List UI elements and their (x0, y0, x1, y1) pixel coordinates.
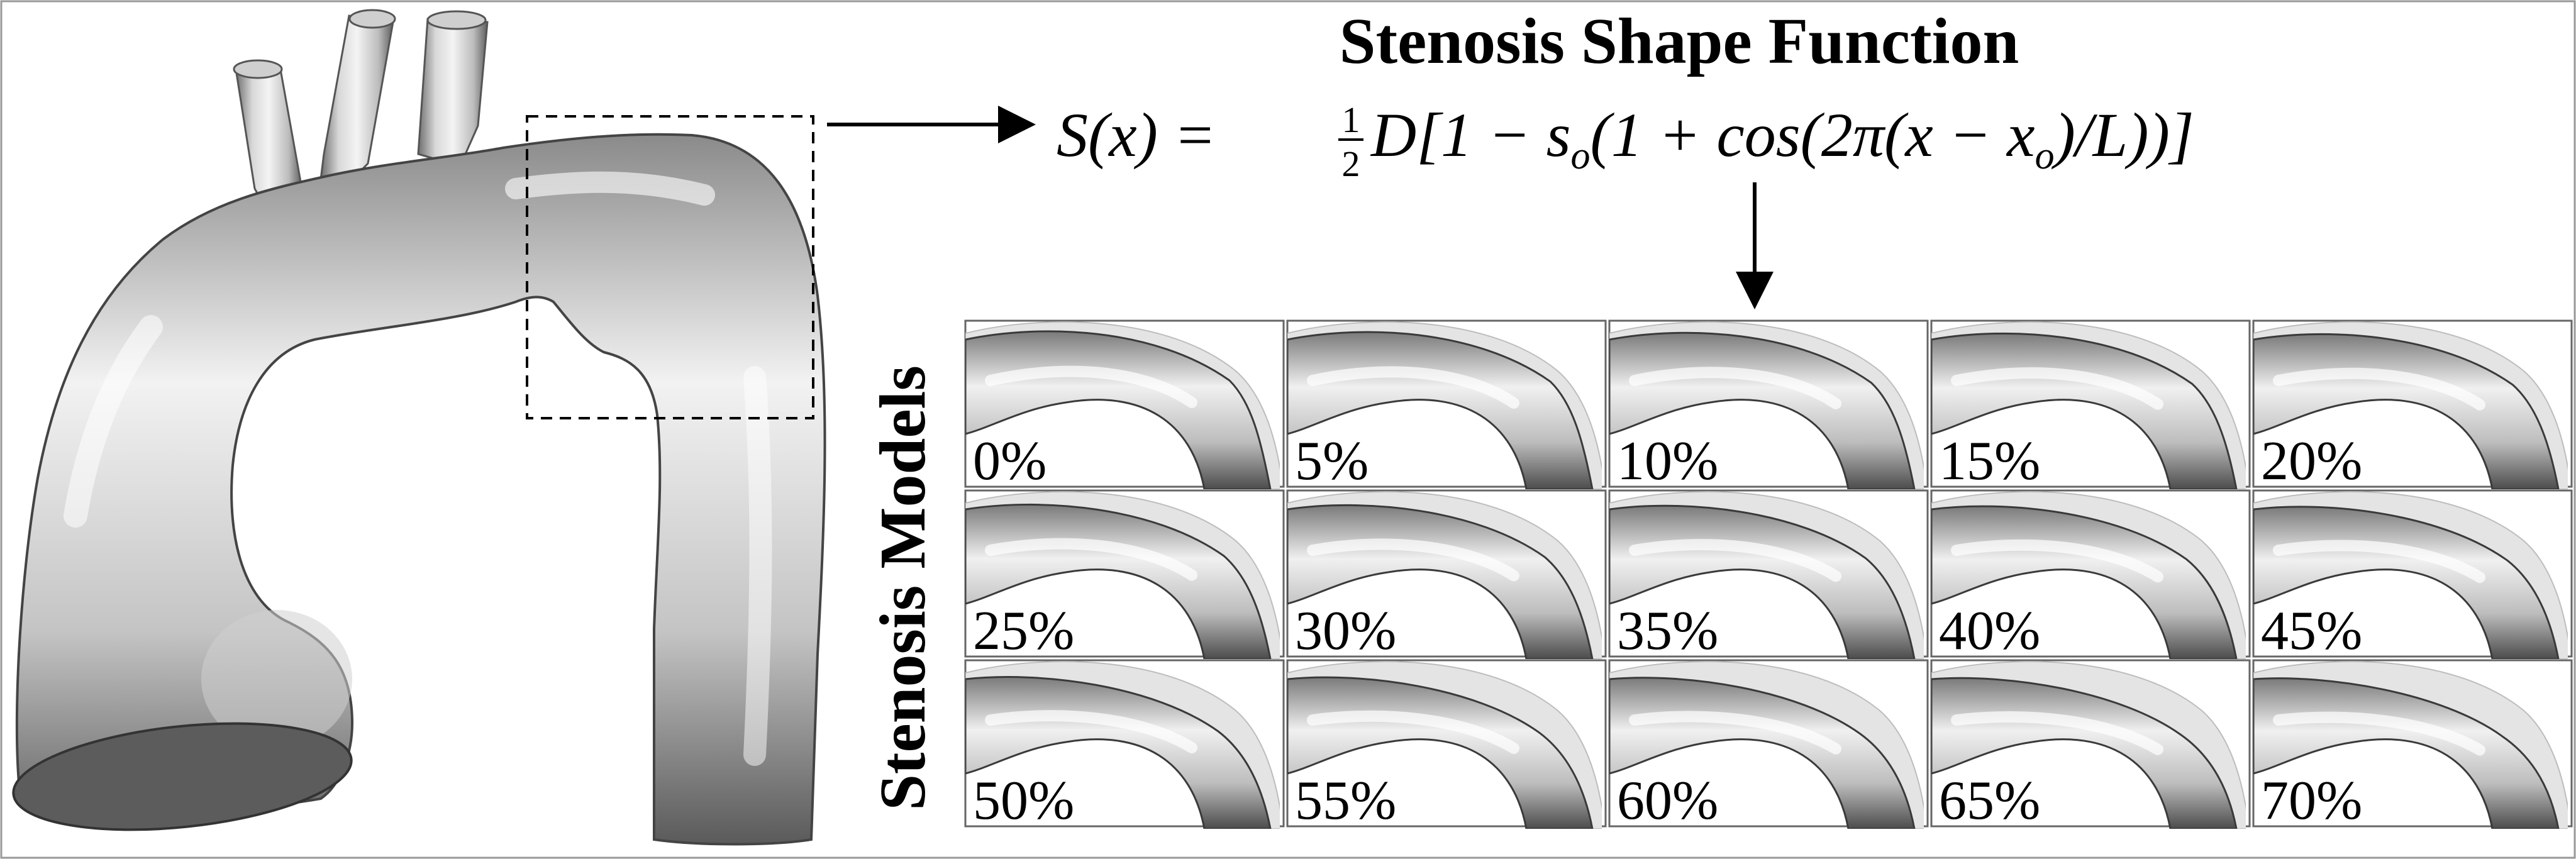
equation-rhs-part1: D[1 − s (1370, 100, 1571, 170)
stenosis-model-tile: 15% (1930, 319, 2251, 492)
stenosis-percent-label: 10% (1617, 431, 1718, 492)
stenosis-percent-label: 20% (2261, 431, 2362, 492)
svg-text:S(x) =: S(x) = (1057, 100, 1216, 170)
stenosis-percent-label: 30% (1295, 601, 1396, 662)
shape-function-equation: S(x) = 1 2 D[1 − so(1 + cos(2π(x − xo)/L… (1057, 99, 2194, 184)
stenosis-percent-label: 0% (973, 431, 1046, 492)
stenosis-model-tile: 70% (2252, 659, 2573, 831)
stenosis-percent-label: 50% (973, 770, 1074, 831)
aorta-model (12, 9, 826, 846)
stenosis-model-tile: 0% (964, 319, 1285, 492)
equation-frac-numerator: 1 (1342, 99, 1360, 140)
stenosis-model-tile: 5% (1286, 319, 1607, 492)
aortic-inlet-face (12, 722, 353, 831)
figure-title: Stenosis Shape Function (1340, 5, 2019, 77)
equation-subscript-1: o (1571, 135, 1591, 177)
stenosis-model-tile: 50% (964, 659, 1285, 831)
stenosis-model-tile: 40% (1930, 489, 2251, 662)
equation-rhs-part2: (1 + cos(2π(x − x (1591, 100, 2035, 170)
stenosis-model-tile: 30% (1286, 489, 1607, 662)
stenosis-model-tile: 55% (1286, 659, 1607, 831)
stenosis-models-label: Stenosis Models (867, 365, 939, 811)
stenosis-region-box (526, 115, 814, 419)
stenosis-model-tile: 25% (964, 489, 1285, 662)
stenosis-percent-label: 5% (1295, 431, 1368, 492)
stenosis-percent-label: 65% (1939, 770, 2040, 831)
stenosis-percent-label: 40% (1939, 601, 2040, 662)
equation-frac-denominator: 2 (1342, 143, 1360, 184)
stenosis-model-tile: 45% (2252, 489, 2573, 662)
stenosis-percent-label: 45% (2261, 601, 2362, 662)
stenosis-model-tile: 65% (1930, 659, 2251, 831)
stenosis-model-tile: 20% (2252, 319, 2573, 492)
stenosis-percent-label: 55% (1295, 770, 1396, 831)
equation-subscript-2: o (2035, 135, 2055, 177)
stenosis-model-tile: 60% (1608, 659, 1929, 831)
stenosis-percent-label: 70% (2261, 770, 2362, 831)
stenosis-percent-label: 25% (973, 601, 1074, 662)
equation-rhs-part3: )/L))] (2051, 100, 2194, 170)
stenosis-percent-label: 15% (1939, 431, 2040, 492)
branch-vessel-right (417, 18, 489, 162)
stenosis-model-grid: 0% 5% 10% 15% 20% 25% 30% 35% 40% 45% 50% 55% 60% 65%… (964, 319, 2573, 831)
stenosis-model-tile: 35% (1608, 489, 1929, 662)
stenosis-model-tile: 10% (1608, 319, 1929, 492)
stenosis-percent-label: 60% (1617, 770, 1718, 831)
stenosis-percent-label: 35% (1617, 601, 1718, 662)
svg-text:D[1 − so(1 + cos(2π(x − xo)/L): D[1 − so(1 + cos(2π(x − xo)/L))] (1370, 100, 2194, 177)
equation-lhs: S(x) = (1057, 100, 1216, 170)
branch-vessel-middle (319, 14, 394, 184)
